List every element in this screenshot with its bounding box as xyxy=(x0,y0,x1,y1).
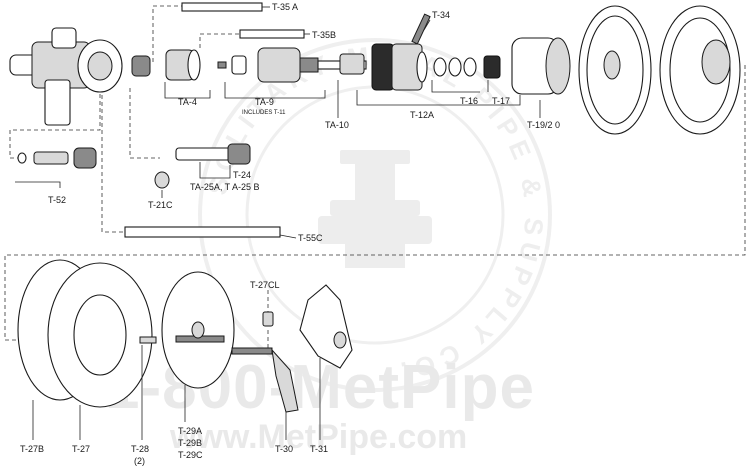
label-t52: T-52 xyxy=(48,195,66,205)
label-t31: T-31 xyxy=(310,444,328,454)
cartridge-ta4 xyxy=(165,49,227,81)
screws-t28 xyxy=(139,336,157,344)
escutcheon-t27 xyxy=(17,259,153,408)
escutcheon-plates xyxy=(578,5,741,135)
rod-t55c xyxy=(124,226,281,238)
label-t21c: T-21C xyxy=(148,200,173,210)
label-t27b: T-27B xyxy=(20,444,44,454)
washers-t16 xyxy=(433,57,477,77)
watermark: SOLITARY METAL PIPE & SUPPLY CO. 1-800-M… xyxy=(105,38,552,456)
bonnet-t12a xyxy=(371,13,431,91)
label-t24: T-24 xyxy=(233,170,251,180)
watermark-url: www.MetPipe.com xyxy=(169,418,467,456)
nut-t21c xyxy=(154,171,170,189)
label-ta4: TA-4 xyxy=(178,97,197,107)
label-t16: T-16 xyxy=(460,96,478,106)
label-t17: T-17 xyxy=(492,96,510,106)
plate-t29 xyxy=(161,271,235,389)
stem-ta10 xyxy=(317,53,367,75)
label-t27: T-27 xyxy=(72,444,90,454)
clip-t27cl xyxy=(262,311,274,327)
watermark-ring-outer xyxy=(198,38,552,392)
stem-t24 xyxy=(175,143,251,165)
label-t34: T-34 xyxy=(432,10,450,20)
label-t29c: T-29C xyxy=(178,450,203,460)
leader-lines xyxy=(15,6,541,440)
rod-t35a xyxy=(181,2,263,12)
rod-t35b xyxy=(239,29,305,39)
label-t55c: T-55C xyxy=(298,233,323,243)
label-t29a: T-29A xyxy=(178,426,202,436)
stem-ta9 xyxy=(231,47,319,83)
valve-body xyxy=(9,27,123,126)
nut-t17 xyxy=(483,55,501,79)
watermark-emblem xyxy=(318,150,432,268)
label-t29b: T-29B xyxy=(178,438,202,448)
label-t27cl: T-27CL xyxy=(250,280,280,290)
label-t35a: T-35 A xyxy=(272,2,298,12)
label-t28: T-28 xyxy=(131,444,149,454)
label-t30: T-30 xyxy=(275,444,293,454)
label-t12a: T-12A xyxy=(410,110,434,120)
label-t35b: T-35B xyxy=(312,30,336,40)
label-ta25: TA-25A, T A-25 B xyxy=(190,182,260,192)
stop-parts-t52 xyxy=(17,147,97,169)
label-t28-qty: (2) xyxy=(134,456,145,466)
seat-spring xyxy=(131,55,151,77)
handle-t31 xyxy=(299,284,353,369)
part-labels: T-35 A T-34 T-35B TA-4 TA-9 INCLUDES T-1… xyxy=(20,2,560,466)
label-t19: T-19/2 0 xyxy=(527,120,560,130)
label-ta10: TA-10 xyxy=(325,120,349,130)
label-ta9: TA-9 xyxy=(255,97,274,107)
label-ta9-note: INCLUDES T-11 xyxy=(242,110,286,116)
lever-t30 xyxy=(231,347,299,413)
sleeve-t19 xyxy=(511,37,571,95)
